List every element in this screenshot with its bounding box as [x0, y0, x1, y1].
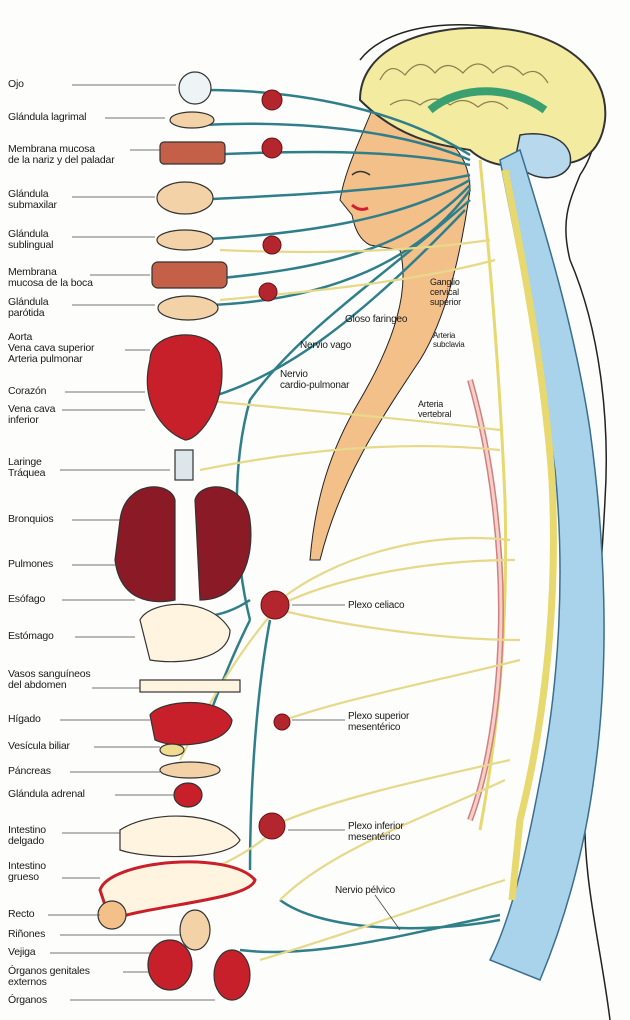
- artery-vertebral-inner: [468, 379, 503, 821]
- spinal-column: [488, 148, 605, 981]
- label-glandula-sublingual: Glándula sublingual: [8, 228, 54, 251]
- label-nervio-pelvico: Nervio pélvico: [335, 885, 396, 896]
- label-rinones: Riñones: [8, 928, 46, 940]
- label-arteria-subclavia: Arteria subclavia: [433, 331, 465, 349]
- label-vena-cava-inferior: Vena cava inferior: [8, 403, 56, 426]
- label-plexo-inferior: Plexo inferior mesentérico: [348, 821, 404, 843]
- label-organos: Órganos: [8, 994, 47, 1006]
- label-glandula-parotida: Glándula parótida: [8, 296, 49, 319]
- label-vesicula: Vesícula biliar: [8, 740, 70, 752]
- corpus-callosum: [427, 87, 548, 114]
- label-ojo: Ojo: [8, 78, 24, 90]
- spinal-cord: [501, 169, 557, 901]
- label-gloso-faringeo: Gloso faringeo: [345, 314, 408, 325]
- label-esofago: Esófago: [8, 593, 46, 605]
- label-estomago: Estómago: [8, 630, 54, 642]
- label-nervio-vago: Nervio vago: [300, 340, 352, 351]
- sympathetic-nerves: [179, 238, 521, 962]
- label-pulmones: Pulmones: [8, 558, 54, 570]
- eye-lid: [351, 170, 371, 176]
- lips: [351, 203, 369, 211]
- label-plexo-superior: Plexo superior mesentérico: [348, 711, 410, 733]
- face-skin: [309, 109, 471, 561]
- label-organos-genitales: Órganos genitales externos: [8, 965, 90, 988]
- label-glandula-adrenal: Glándula adrenal: [8, 788, 85, 800]
- label-vejiga: Vejiga: [8, 946, 36, 958]
- label-higado: Hígado: [8, 713, 41, 725]
- label-laringe: Laringe Tráquea: [8, 456, 46, 479]
- brain-folds: [379, 63, 549, 110]
- label-bronquios: Bronquios: [8, 513, 54, 525]
- label-nervio-cardio: Nervio cardio-pulmonar: [280, 369, 350, 391]
- label-intestino-grueso: Intestino grueso: [8, 860, 46, 883]
- organs: [97, 71, 257, 1001]
- label-plexo-celiaco: Plexo celiaco: [348, 600, 405, 611]
- label-ganglio-cervical: Ganglio cervical superior: [430, 277, 461, 307]
- label-arteria-vertebral: Arteria vertebral: [418, 399, 452, 419]
- label-recto: Recto: [8, 908, 35, 920]
- label-aorta: Aorta Vena cava superior Arteria pulmona…: [8, 331, 95, 365]
- label-membrana-boca: Membrana mucosa de la boca: [8, 266, 93, 289]
- label-membrana-nariz: Membrana mucosa de la nariz y del palada…: [8, 143, 115, 166]
- label-glandula-lagrimal: Glándula lagrimal: [8, 111, 87, 123]
- ganglia: [258, 89, 291, 840]
- label-intestino-delgado: Intestino delgado: [8, 824, 46, 847]
- label-corazon: Corazón: [8, 385, 47, 397]
- label-glandula-submaxilar: Glándula submaxilar: [8, 188, 57, 211]
- label-pancreas: Páncreas: [8, 765, 51, 777]
- leader-lines: [48, 84, 401, 1001]
- label-vasos-abdomen: Vasos sanguíneos del abdomen: [8, 668, 91, 691]
